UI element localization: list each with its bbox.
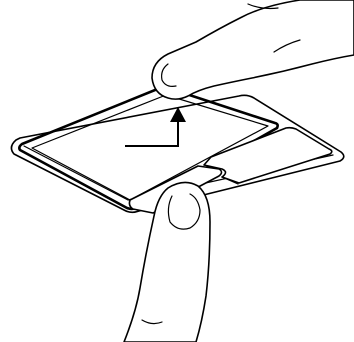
upper-finger-icon [152, 0, 354, 99]
